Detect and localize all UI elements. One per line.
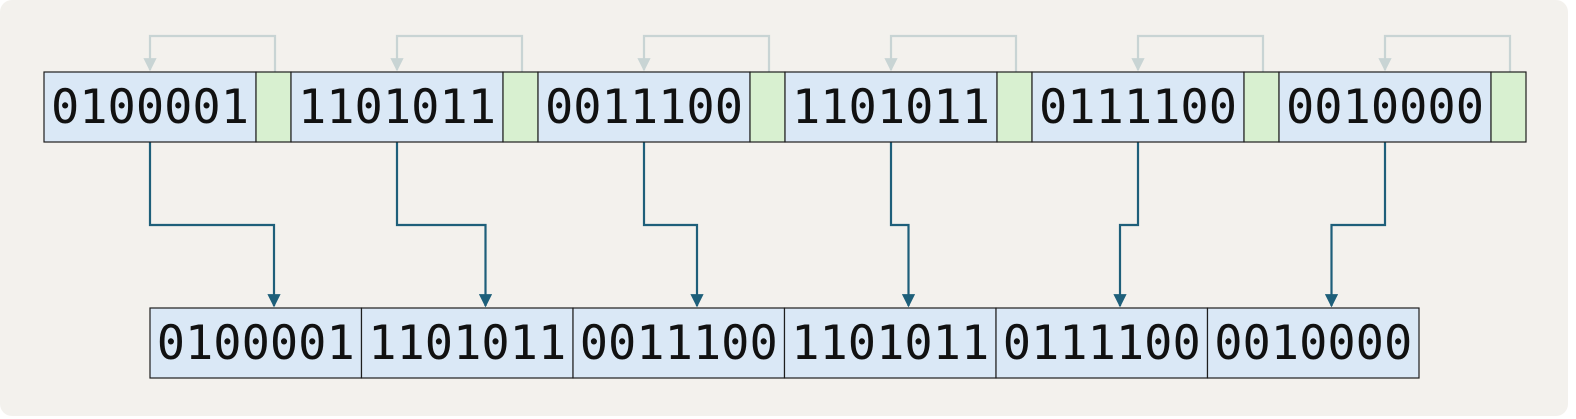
top-byte-bits: 1101011 — [298, 80, 496, 135]
transfer-arrow — [642, 142, 704, 308]
bottom-bits-cell — [149, 307, 363, 379]
parity-bit-cell — [1243, 71, 1280, 143]
bottom-bits-segment: 0010000 — [1206, 307, 1420, 379]
bottom-bits-segment: 0011100 — [572, 307, 786, 379]
parity-feedback-arrow — [390, 34, 524, 72]
top-byte-cell — [784, 71, 998, 143]
bottom-bits-segment: 0100001 — [149, 307, 363, 379]
bottom-bits-text: 0010000 — [1214, 316, 1412, 371]
parity-feedback-arrow — [1131, 34, 1265, 72]
parity-bit-cell — [502, 71, 539, 143]
parity-feedback-arrows — [143, 34, 1512, 72]
top-byte-bits: 0111100 — [1039, 80, 1237, 135]
top-byte-segment: 0111100 — [1031, 71, 1280, 143]
parity-bit-cell — [749, 71, 786, 143]
top-byte-cell — [43, 71, 257, 143]
parity-feedback-arrow — [143, 34, 277, 72]
bottom-row-packed-bits: 0100001 1101011 0011100 1101011 0111100 … — [149, 307, 1420, 379]
top-byte-cell — [1031, 71, 1245, 143]
transfer-arrow — [889, 142, 916, 308]
top-row-bytes-with-parity: 0100001 1101011 0011100 1101011 0111100 … — [43, 71, 1527, 143]
bottom-bits-cell — [995, 307, 1209, 379]
transfer-arrows — [148, 142, 1387, 308]
transfer-arrow — [148, 142, 281, 308]
parity-bit-cell — [1490, 71, 1527, 143]
top-byte-cell — [537, 71, 751, 143]
bottom-bits-segment: 1101011 — [360, 307, 574, 379]
transfer-arrow — [1324, 142, 1387, 308]
top-byte-segment: 0010000 — [1278, 71, 1527, 143]
transfer-arrow — [1113, 142, 1140, 308]
parity-feedback-arrow — [637, 34, 771, 72]
bottom-bits-text: 1101011 — [368, 316, 566, 371]
top-byte-cell — [290, 71, 504, 143]
top-byte-bits: 0100001 — [51, 80, 249, 135]
parity-feedback-arrow — [1378, 34, 1512, 72]
bottom-bits-text: 1101011 — [791, 316, 989, 371]
bottom-bits-cell — [572, 307, 786, 379]
parity-feedback-arrow — [884, 34, 1018, 72]
top-byte-bits: 0011100 — [545, 80, 743, 135]
top-byte-segment: 1101011 — [784, 71, 1033, 143]
top-byte-segment: 1101011 — [290, 71, 539, 143]
parity-bit-cell — [996, 71, 1033, 143]
transfer-arrow — [395, 142, 493, 308]
top-byte-segment: 0011100 — [537, 71, 786, 143]
top-byte-segment: 0100001 — [43, 71, 292, 143]
top-byte-bits: 0010000 — [1286, 80, 1484, 135]
bottom-bits-text: 0111100 — [1003, 316, 1201, 371]
parity-bit-cell — [255, 71, 292, 143]
bottom-bits-text: 0011100 — [580, 316, 778, 371]
bottom-bits-text: 0100001 — [157, 316, 355, 371]
bottom-bits-segment: 1101011 — [783, 307, 997, 379]
bottom-bits-cell — [1206, 307, 1420, 379]
bottom-bits-cell — [360, 307, 574, 379]
bottom-bits-segment: 0111100 — [995, 307, 1209, 379]
top-byte-bits: 1101011 — [792, 80, 990, 135]
